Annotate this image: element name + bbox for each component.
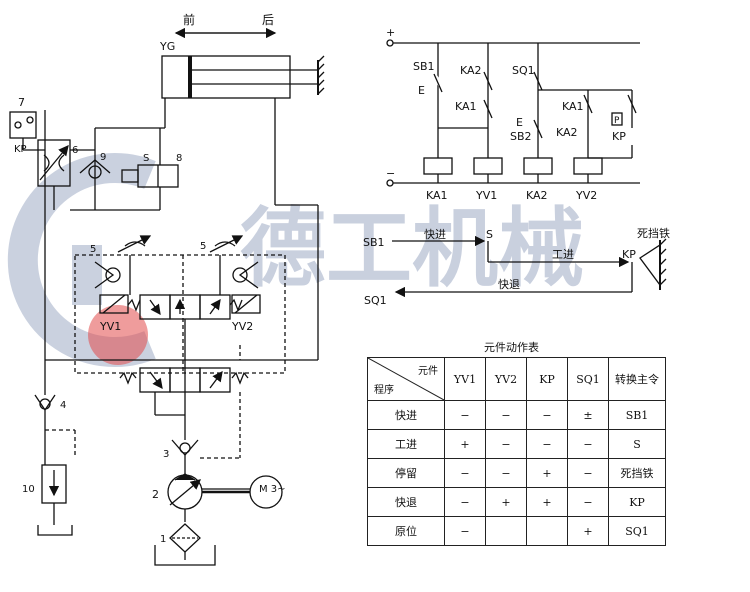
table-cell: − bbox=[567, 487, 609, 517]
table-cell: − bbox=[444, 458, 486, 488]
table-row: 停留 − − + − 死挡铁 bbox=[367, 458, 666, 488]
label-8: 8 bbox=[176, 153, 182, 164]
table-cell: KP bbox=[608, 487, 666, 517]
row-name: 快退 bbox=[367, 487, 445, 517]
table-cell: − bbox=[444, 487, 486, 517]
circuit-p-box: P bbox=[614, 116, 620, 126]
table-cell: + bbox=[444, 429, 486, 459]
row-name: 工进 bbox=[367, 429, 445, 459]
label-7: 7 bbox=[18, 96, 25, 109]
circuit-e1: E bbox=[418, 84, 425, 97]
header-element-label: 元件 bbox=[418, 366, 438, 377]
hydraulic-schematic bbox=[9, 27, 325, 566]
coil-label: YV1 bbox=[475, 189, 497, 202]
label-kp: KP bbox=[14, 144, 27, 155]
label-9: 9 bbox=[100, 152, 106, 163]
table-cell: + bbox=[485, 487, 527, 517]
circuit-kp: KP bbox=[612, 130, 626, 143]
cycle-kp: KP bbox=[622, 248, 636, 261]
header-program-label: 程序 bbox=[374, 385, 394, 396]
table-cell: S bbox=[608, 429, 666, 459]
table-cell: + bbox=[567, 516, 609, 546]
cycle-fast-back: 快退 bbox=[498, 278, 520, 291]
table-cell: − bbox=[567, 429, 609, 459]
table-title: 元件动作表 bbox=[484, 341, 539, 354]
label-s: S bbox=[143, 153, 149, 164]
label-motor: M 3~ bbox=[259, 484, 286, 495]
label-5-left: 5 bbox=[90, 244, 96, 255]
label-3: 3 bbox=[163, 449, 169, 460]
table-row: 原位 − + SQ1 bbox=[367, 516, 666, 546]
cycle-sb1: SB1 bbox=[363, 236, 385, 249]
label-1: 1 bbox=[160, 534, 166, 545]
column-header: 转换主令 bbox=[608, 357, 666, 401]
table-cell: SB1 bbox=[608, 400, 666, 430]
row-name: 快进 bbox=[367, 400, 445, 430]
action-table: 元件 程序 YV1 YV2 KP SQ1 转换主令 快进 − − − ± SB1… bbox=[367, 357, 666, 546]
label-5-right: 5 bbox=[200, 241, 206, 252]
table-cell: − bbox=[567, 458, 609, 488]
circuit-ka1-mid: KA1 bbox=[455, 100, 477, 113]
label-direction-front: 前 bbox=[183, 12, 195, 27]
row-name: 停留 bbox=[367, 458, 445, 488]
circuit-ka1-right: KA1 bbox=[562, 100, 584, 113]
table-cell: − bbox=[526, 429, 568, 459]
table-cell bbox=[485, 516, 527, 546]
table-row: 快进 − − − ± SB1 bbox=[367, 400, 666, 430]
label-cylinder-yg: YG bbox=[159, 40, 175, 53]
coil-label: KA1 bbox=[426, 189, 448, 202]
table-cell: + bbox=[526, 487, 568, 517]
column-header: YV2 bbox=[485, 357, 527, 401]
table-cell bbox=[526, 516, 568, 546]
label-4: 4 bbox=[60, 400, 66, 411]
label-yv2: YV2 bbox=[231, 320, 253, 333]
row-name: 原位 bbox=[367, 516, 445, 546]
column-header: KP bbox=[526, 357, 568, 401]
table-header-row: 元件 程序 YV1 YV2 KP SQ1 转换主令 bbox=[367, 357, 666, 401]
table-cell: − bbox=[485, 429, 527, 459]
cycle-fast-in: 快进 bbox=[424, 228, 446, 241]
circuit-sb1: SB1 bbox=[413, 60, 435, 73]
cycle-sq1: SQ1 bbox=[364, 294, 387, 307]
watermark-text: 德工机械 bbox=[240, 199, 584, 299]
table-cell: − bbox=[444, 400, 486, 430]
table-row: 快退 − + + − KP bbox=[367, 487, 666, 517]
circuit-ka2-right: KA2 bbox=[556, 126, 578, 139]
header-diagonal-cell: 元件 程序 bbox=[367, 357, 445, 401]
coil-label: KA2 bbox=[526, 189, 548, 202]
label-2: 2 bbox=[152, 488, 159, 501]
circuit-plus: + bbox=[386, 26, 395, 39]
circuit-sq1: SQ1 bbox=[512, 64, 535, 77]
table-row: 工进 + − − − S bbox=[367, 429, 666, 459]
table-cell: 死挡铁 bbox=[608, 458, 666, 488]
table-cell: ± bbox=[567, 400, 609, 430]
circuit-e2: E bbox=[516, 116, 523, 129]
label-10: 10 bbox=[22, 484, 35, 495]
table-cell: − bbox=[485, 458, 527, 488]
table-cell: − bbox=[526, 400, 568, 430]
label-direction-back: 后 bbox=[262, 13, 274, 27]
column-header: YV1 bbox=[444, 357, 486, 401]
table-cell: − bbox=[444, 516, 486, 546]
cycle-s: S bbox=[486, 228, 493, 241]
cycle-work-in: 工进 bbox=[552, 248, 574, 261]
table-cell: + bbox=[526, 458, 568, 488]
circuit-minus: − bbox=[386, 167, 395, 180]
cycle-stop-iron: 死挡铁 bbox=[637, 226, 670, 240]
column-header: SQ1 bbox=[567, 357, 609, 401]
table-cell: − bbox=[485, 400, 527, 430]
electrical-circuit bbox=[386, 39, 640, 187]
coil-label: YV2 bbox=[575, 189, 597, 202]
watermark-logo bbox=[7, 153, 156, 367]
circuit-sb2: SB2 bbox=[510, 130, 532, 143]
table-cell: SQ1 bbox=[608, 516, 666, 546]
work-cycle-diagram bbox=[392, 235, 667, 298]
label-6: 6 bbox=[72, 145, 78, 156]
label-yv1: YV1 bbox=[99, 320, 121, 333]
circuit-ka2-top: KA2 bbox=[460, 64, 482, 77]
